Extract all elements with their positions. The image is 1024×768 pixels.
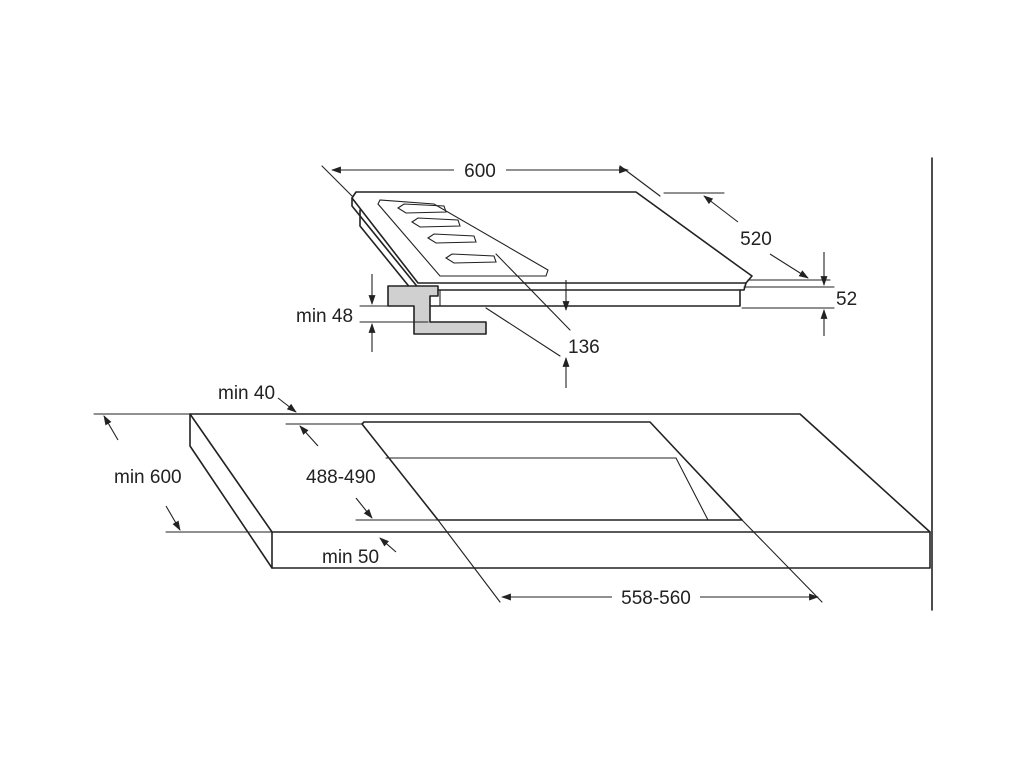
hob-control-strip — [377, 199, 549, 277]
dim-600: 600 — [321, 161, 661, 197]
dim-min40: min 40 — [218, 383, 297, 413]
dim-136-label: 136 — [568, 337, 600, 358]
dim-136: 136 — [485, 253, 600, 388]
dim-600-label: 600 — [464, 161, 496, 182]
dim-min40-label: min 40 — [218, 383, 275, 404]
knob-icon — [410, 217, 461, 228]
dim-52: 52 — [741, 252, 857, 336]
hob-top-plate — [351, 191, 753, 284]
dim-558-560: 558-560 — [437, 519, 823, 609]
hob-knobs — [396, 203, 497, 264]
dim-min50: min 50 — [322, 537, 397, 568]
worktop-front — [271, 531, 931, 569]
worktop-top — [189, 413, 931, 533]
dim-488-490-label: 488-490 — [306, 467, 376, 488]
hob-top-edge — [351, 197, 747, 291]
worktop-cutout-inner — [385, 457, 709, 521]
worktop-cutout — [361, 421, 743, 521]
dim-min48: min 48 — [296, 274, 429, 352]
worktop — [189, 413, 931, 569]
dim-min600-label: min 600 — [114, 467, 182, 488]
dim-558-560-label: 558-560 — [621, 588, 691, 609]
dim-520: 520 — [663, 192, 831, 281]
dim-min50-label: min 50 — [322, 547, 379, 568]
knob-icon — [396, 203, 447, 214]
dim-52-label: 52 — [836, 289, 857, 310]
dim-488-490: 488-490 — [285, 423, 439, 521]
dim-min48-label: min 48 — [296, 306, 353, 327]
mounting-bracket — [387, 285, 487, 335]
knob-icon — [426, 233, 477, 244]
dim-520-label: 520 — [740, 229, 772, 250]
dim-min600: min 600 — [93, 413, 273, 533]
worktop-side — [189, 413, 273, 569]
knob-icon — [444, 253, 497, 264]
